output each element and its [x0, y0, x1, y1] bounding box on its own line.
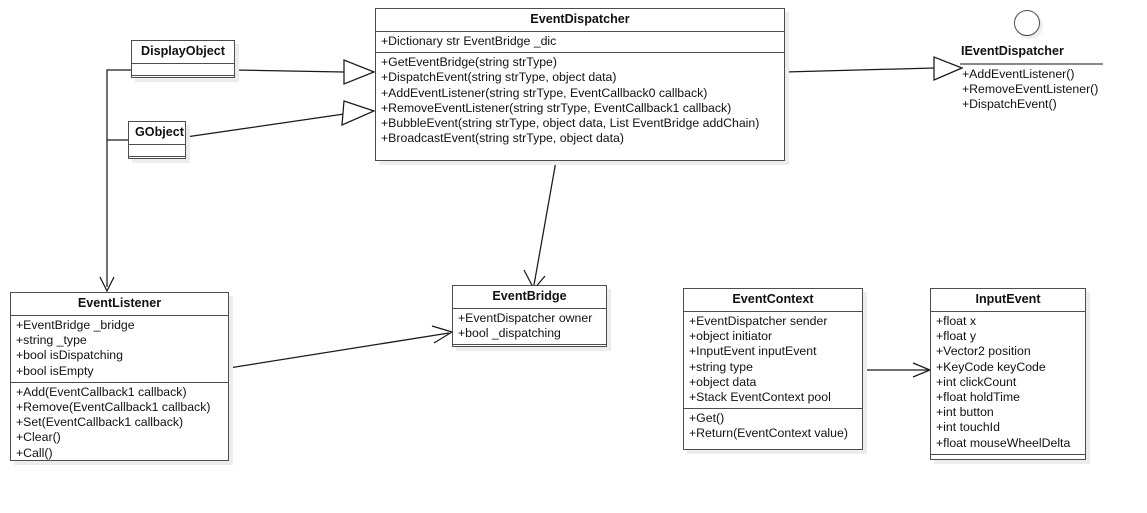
interface-operations-ieventdispatcher: +AddEventListener() +RemoveEventListener… — [961, 67, 1098, 113]
class-title-eventlistener: EventListener — [77, 296, 162, 310]
attribute-row: +float y — [936, 329, 976, 344]
attribute-row: +int touchId — [936, 420, 1000, 435]
class-title-gobject: GObject — [135, 125, 184, 139]
attribute-row: +float holdTime — [936, 390, 1020, 405]
attribute-row: +Vector2 position — [936, 344, 1031, 359]
operation-row: +DispatchEvent() — [962, 97, 1057, 112]
class-title-displayobject: DisplayObject — [141, 44, 225, 58]
attribute-row: +string type — [689, 359, 753, 374]
operation-row: +Call() — [16, 445, 53, 460]
interface-title-ieventdispatcher: IEventDispatcher — [961, 44, 1064, 58]
operation-row: +Return(EventContext value) — [689, 426, 848, 441]
class-title-inputevent: InputEvent — [975, 292, 1041, 306]
attribute-row: +int clickCount — [936, 374, 1017, 389]
class-operations-eventdispatcher: +GetEventBridge(string strType) +Dispatc… — [376, 52, 784, 149]
class-title-eventdispatcher: EventDispatcher — [530, 12, 630, 26]
class-operations-eventlistener: +Add(EventCallback1 callback) +Remove(Ev… — [11, 381, 228, 464]
attribute-row: +EventBridge _bridge — [16, 318, 135, 332]
attribute-row: +EventDispatcher sender — [689, 314, 828, 328]
attribute-row: +bool _dispatching — [458, 326, 561, 341]
operation-row: +BubbleEvent(string strType, object data… — [381, 116, 760, 131]
class-attributes-eventbridge: +EventDispatcher owner +bool _dispatchin… — [453, 308, 606, 344]
class-attributes-eventlistener: +EventBridge _bridge +string _type +bool… — [11, 315, 228, 382]
link-eventdispatcher-to-ieventdispatcher — [784, 56, 964, 81]
class-operations-eventcontext: +Get() +Return(EventContext value) — [684, 408, 862, 444]
attribute-row: +string _type — [16, 333, 87, 348]
interface-title-rule — [960, 63, 1103, 65]
class-attributes-eventcontext: +EventDispatcher sender +object initiato… — [684, 311, 862, 408]
link-eventdispatcher-to-eventbridge — [523, 160, 557, 291]
attribute-row: +float mouseWheelDelta — [936, 435, 1071, 450]
class-box-displayobject[interactable]: DisplayObject — [131, 40, 235, 78]
attribute-row: +bool isEmpty — [16, 363, 94, 378]
operation-row: +GetEventBridge(string strType) — [381, 55, 557, 70]
operation-row: +Add(EventCallback1 callback) — [16, 384, 187, 399]
class-attributes-displayobject — [132, 63, 234, 75]
operation-row: +Remove(EventCallback1 callback) — [16, 400, 211, 415]
attribute-row: +Stack EventContext pool — [689, 390, 831, 405]
link-displayobject-to-eventdispatcher — [233, 59, 376, 85]
operation-row: +Get() — [689, 411, 725, 426]
attribute-row: +object data — [689, 374, 757, 389]
attribute-row: +KeyCode keyCode — [936, 359, 1046, 374]
class-operations-inputevent — [931, 453, 1085, 467]
class-operations-displayobject — [132, 75, 234, 88]
class-attributes-inputevent: +float x +float y +Vector2 position +Key… — [931, 311, 1085, 454]
operation-row: +Clear() — [16, 430, 61, 445]
operation-row: +AddEventListener(string strType, EventC… — [381, 85, 708, 100]
operation-row: +DispatchEvent(string strType, object da… — [381, 70, 617, 85]
class-title-eventcontext: EventContext — [732, 292, 814, 306]
link-eventcontext-to-inputevent — [863, 362, 932, 378]
operation-row: +BroadcastEvent(string strType, object d… — [381, 131, 624, 146]
class-title-eventbridge: EventBridge — [492, 289, 567, 303]
attribute-row: +InputEvent inputEvent — [689, 344, 817, 359]
class-attributes-gobject — [129, 144, 185, 156]
class-box-eventbridge[interactable]: EventBridge +EventDispatcher owner +bool… — [452, 285, 607, 347]
class-box-gobject[interactable]: GObject — [128, 121, 186, 159]
class-operations-gobject — [129, 156, 185, 169]
link-gobject-to-eventdispatcher — [185, 100, 376, 138]
class-attributes-eventdispatcher: +Dictionary str EventBridge _dic — [376, 31, 784, 52]
link-displayobject-gobject-to-eventlistener — [99, 69, 136, 293]
operation-row: +Set(EventCallback1 callback) — [16, 415, 184, 430]
link-eventlistener-to-eventbridge — [228, 325, 454, 369]
attribute-row: +int button — [936, 405, 994, 420]
attribute-row: +float x — [936, 314, 976, 328]
operation-row: +AddEventListener() — [962, 67, 1075, 81]
class-box-inputevent[interactable]: InputEvent +float x +float y +Vector2 po… — [930, 288, 1086, 460]
interface-circle-icon — [1014, 10, 1040, 36]
attribute-row: +bool isDispatching — [16, 348, 123, 363]
attribute-row: +object initiator — [689, 329, 773, 344]
operation-row: +RemoveEventListener(string strType, Eve… — [381, 100, 732, 115]
operation-row: +RemoveEventListener() — [962, 82, 1099, 97]
interface-ieventdispatcher[interactable]: IEventDispatcher +AddEventListener() +Re… — [952, 10, 1142, 120]
class-box-eventcontext[interactable]: EventContext +EventDispatcher sender +ob… — [683, 288, 863, 450]
attribute-row: +Dictionary str EventBridge _dic — [381, 34, 557, 48]
class-operations-eventbridge — [453, 344, 606, 357]
attribute-row: +EventDispatcher owner — [458, 311, 593, 325]
class-box-eventdispatcher[interactable]: EventDispatcher +Dictionary str EventBri… — [375, 8, 785, 161]
class-box-eventlistener[interactable]: EventListener +EventBridge _bridge +stri… — [10, 292, 229, 461]
